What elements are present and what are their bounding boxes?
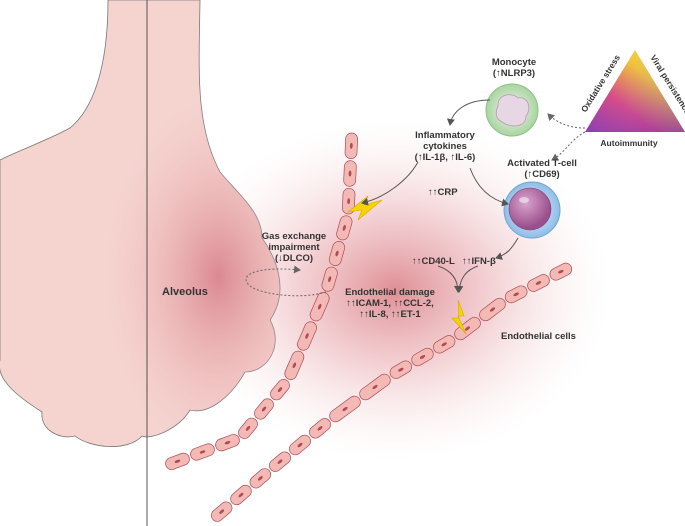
cd40l-label: ↑↑CD40-L — [412, 256, 455, 267]
endothelial-cell — [210, 501, 233, 522]
endothelial-cells-label: Endothelial cells — [501, 331, 576, 342]
ifnb-label: ↑↑IFN-β — [462, 256, 496, 267]
blood-vessel-icon — [165, 132, 573, 522]
endothelial-cell — [289, 434, 311, 456]
endothelial-cell — [238, 417, 258, 439]
triangle-label-autoimmunity: Autoimmunity — [600, 138, 657, 148]
endothelial-cell — [309, 292, 330, 322]
endothelial-cell — [309, 418, 331, 439]
cytokines-label: Inflammatory cytokines (↑IL-1β, ↑IL-6) — [414, 130, 476, 163]
endothelial-cell — [329, 395, 361, 423]
endothelial-cell — [328, 241, 346, 266]
monocyte-label: Monocyte (↑NLRP3) — [491, 57, 537, 79]
endothelial-cell — [527, 274, 550, 292]
endothelial-cell — [284, 350, 305, 380]
crp-label: ↑↑CRP — [428, 187, 458, 198]
endothelial-cell — [479, 297, 506, 322]
endothelial-cell — [165, 452, 190, 470]
endothelial-cell — [321, 266, 338, 292]
endothelial-cell — [297, 321, 317, 351]
gas-exchange-label: Gas exchange impairment (↓DLCO) — [261, 231, 327, 264]
triangle-gradient-icon — [585, 50, 685, 132]
endothelial-cell — [549, 262, 573, 281]
endothelial-cell — [343, 160, 357, 187]
monocyte-cell-icon — [485, 83, 539, 137]
alveolus-label: Alveolus — [162, 286, 208, 298]
lightning-bolt-icon — [451, 299, 467, 335]
endothelial-cell — [215, 434, 240, 452]
endothelial-cell — [341, 187, 356, 215]
endothelial-cell — [454, 316, 481, 341]
endothelial-cell — [359, 373, 391, 401]
pathway-arrows — [245, 99, 586, 297]
endothelial-damage-label: Endothelial damage ↑↑ICAM-1, ↑↑CCL-2, ↑↑… — [345, 287, 435, 320]
endothelial-cell — [411, 347, 434, 367]
t-cell-icon — [503, 181, 561, 239]
endothelial-cell — [230, 484, 252, 506]
endothelial-cell — [504, 285, 528, 304]
endothelial-cell — [254, 398, 274, 420]
endothelial-cell — [389, 360, 412, 379]
endothelial-cell — [270, 379, 290, 401]
alveolus-shape — [0, 0, 281, 447]
lightning-bolt-icon — [346, 195, 383, 221]
endothelial-cell — [249, 468, 272, 489]
t-cell-label: Activated T-cell (↑CD69) — [507, 158, 577, 180]
endothelial-cell — [344, 132, 359, 160]
endothelial-cell — [190, 443, 215, 461]
endothelial-cell — [269, 451, 291, 472]
endothelial-cell — [433, 335, 456, 354]
endothelial-cell — [336, 215, 353, 241]
